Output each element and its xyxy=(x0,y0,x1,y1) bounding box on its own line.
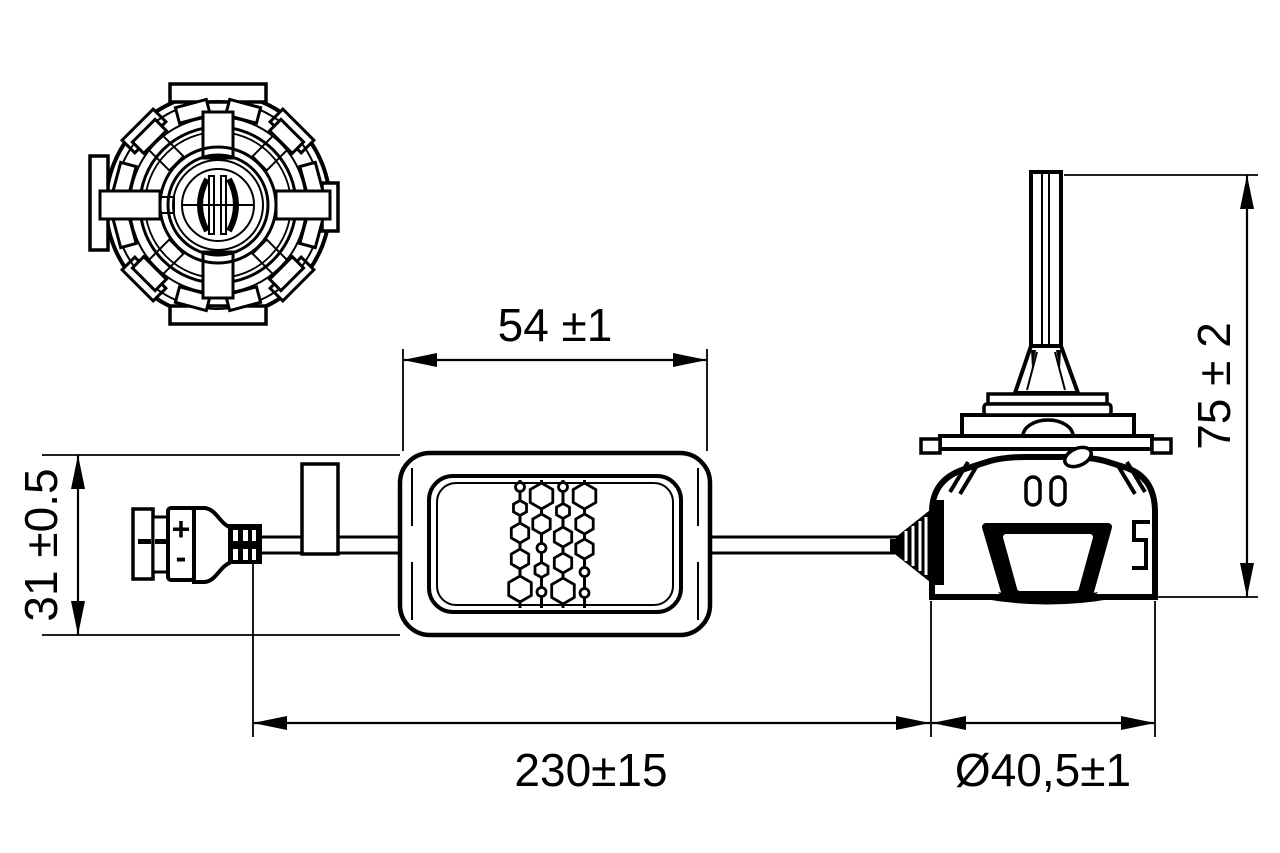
dim-label-cable-length: 230±15 xyxy=(514,744,667,796)
vent-slot xyxy=(1024,475,1042,507)
dim-label-driver-height: 31 ±0.5 xyxy=(15,468,67,621)
lens-key-tab xyxy=(159,196,175,214)
body-right-bracket xyxy=(1132,520,1150,570)
dim-label-base-diameter: Ø40,5±1 xyxy=(955,744,1131,796)
body-window xyxy=(982,523,1112,604)
dimension-base-diameter: Ø40,5±1 xyxy=(932,601,1156,796)
dimension-driver-width: 54 ±1 xyxy=(402,299,708,451)
led-driver-box xyxy=(397,450,713,638)
spokes xyxy=(98,110,332,300)
connector-boot xyxy=(192,506,233,584)
polarity-mark xyxy=(155,539,166,544)
dimension-bulb-height: 75 ± 2 xyxy=(1064,174,1258,598)
dim-label-driver-width: 54 ±1 xyxy=(498,299,613,351)
hex-circuit-pattern xyxy=(507,480,598,608)
dimension-driver-height: 31 ±0.5 xyxy=(15,454,400,636)
light-tube xyxy=(1012,170,1081,395)
led-bulb xyxy=(890,170,1173,605)
led-chip-center xyxy=(183,175,253,235)
flange-stack xyxy=(919,392,1173,469)
dimension-cable-length: 230±15 xyxy=(252,562,932,796)
cable-right xyxy=(710,535,900,555)
dim-label-bulb-height: 75 ± 2 xyxy=(1188,322,1240,450)
minus-label: - xyxy=(176,539,187,575)
o-ring xyxy=(1063,445,1093,469)
body-left-edge xyxy=(934,500,944,585)
lens-ring xyxy=(166,153,270,257)
vent-slot xyxy=(1049,475,1067,507)
plus-label: + xyxy=(172,511,191,547)
bulb-strain-relief-cone xyxy=(890,510,930,582)
strain-relief xyxy=(228,524,262,564)
polarity-mark xyxy=(138,539,151,544)
connector-mid xyxy=(151,515,170,574)
lug-ring xyxy=(110,97,326,313)
cable-tie xyxy=(300,462,340,556)
shoulder-struts xyxy=(948,460,1147,496)
driver-inner-line xyxy=(436,482,674,606)
front-view xyxy=(88,82,340,326)
lens-inner xyxy=(181,168,255,242)
power-connector: + - xyxy=(131,506,262,584)
